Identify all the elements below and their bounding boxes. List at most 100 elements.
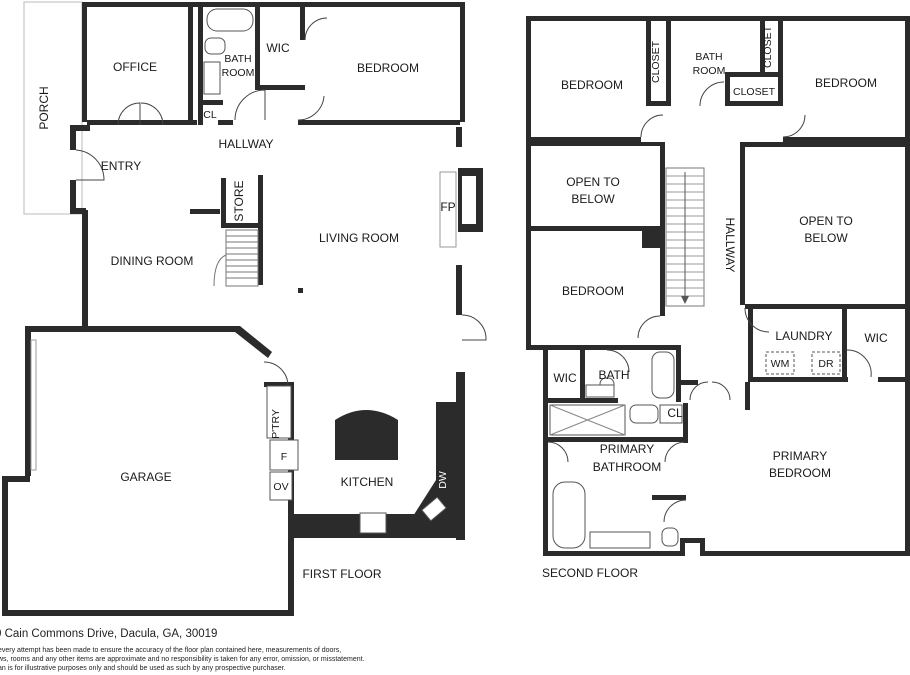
wall (748, 309, 753, 377)
vanity-icon (203, 61, 221, 95)
wall (198, 100, 223, 105)
wall (548, 437, 688, 442)
wall (680, 380, 698, 385)
dishwasher-label: DW (437, 471, 449, 489)
wall (646, 21, 651, 106)
wall (198, 5, 203, 125)
door-swing (846, 349, 872, 378)
fireplace-label: FP (440, 200, 455, 214)
cl-box (659, 404, 683, 424)
wall (676, 345, 681, 402)
door-swing (640, 114, 664, 138)
wall (82, 210, 88, 326)
sink-icon (359, 512, 387, 534)
bath-label: BATH (598, 368, 629, 382)
wall (748, 377, 848, 382)
bedroom-w-label: BEDROOM (562, 284, 624, 298)
wall (232, 326, 272, 358)
wall (878, 377, 910, 382)
wall (2, 476, 30, 482)
door-swing (234, 89, 266, 121)
open-to-below-right-line1: OPEN TO (799, 214, 853, 228)
door-swing (304, 17, 328, 41)
wall (25, 326, 237, 332)
wall (218, 120, 233, 125)
wall (680, 538, 705, 543)
laundry-label: LAUNDRY (775, 329, 832, 343)
wall (740, 142, 905, 147)
second-floor-labels: BEDROOM CLOSET BATH ROOM CLOSET CLOSET B… (542, 25, 888, 580)
wall (82, 2, 465, 7)
closet-left-label: CLOSET (650, 40, 662, 83)
wall (70, 208, 86, 214)
bathroom-label-line1: BATH (695, 51, 722, 63)
door-swing (689, 381, 709, 401)
wall (666, 21, 671, 106)
wall (190, 209, 220, 214)
wall (87, 120, 197, 125)
door-swing (744, 307, 770, 333)
toilet-icon (661, 527, 679, 547)
wall (2, 610, 294, 616)
toilet-icon (204, 37, 226, 55)
disclaimer-line-1: every attempt has been made to ensure th… (0, 647, 342, 654)
door-swing (75, 149, 105, 181)
wall (456, 127, 462, 147)
closet-mid-label: CLOSET (733, 86, 776, 98)
wall (660, 142, 665, 230)
door-swing (297, 95, 325, 121)
wall (82, 2, 87, 122)
store-label: STORE (232, 180, 246, 221)
wall (905, 16, 910, 556)
wall (70, 125, 90, 131)
column (298, 288, 303, 293)
wall (221, 178, 226, 228)
wall (760, 21, 765, 76)
wall (188, 5, 193, 125)
closet-label: CL (203, 109, 217, 121)
wall (526, 16, 910, 21)
wic-right-label: WIC (864, 331, 888, 345)
door-swing (117, 102, 141, 126)
porch-label: PORCH (37, 86, 51, 129)
bathroom-label-line1: BATH (224, 53, 251, 65)
wall (630, 345, 680, 350)
wic-label: WIC (266, 41, 290, 55)
wall (264, 382, 294, 387)
wall (842, 309, 847, 377)
second-floor-plan (526, 16, 910, 556)
oven-box (269, 471, 293, 501)
wall (646, 101, 671, 106)
garage-label: GARAGE (120, 470, 171, 484)
vanity-icon (585, 384, 615, 398)
wall (221, 223, 263, 228)
wall (745, 304, 905, 309)
dining-room-label: DINING ROOM (111, 254, 194, 268)
wall (683, 403, 688, 443)
hallway-label: HALLWAY (723, 217, 737, 272)
wall (531, 142, 664, 146)
door-swing (699, 81, 725, 107)
fridge-label: F (281, 451, 287, 463)
wall (660, 231, 665, 316)
column (642, 228, 664, 248)
wall (258, 175, 263, 285)
open-to-below-right-line2: BELOW (804, 231, 848, 245)
stairs-icon (213, 229, 259, 287)
wall (725, 72, 783, 77)
wall (260, 85, 305, 90)
closet-label: CL (667, 406, 683, 420)
open-to-below-left-line1: OPEN TO (566, 175, 620, 189)
wall (531, 226, 665, 231)
wall (70, 180, 76, 212)
oven-label: OV (273, 481, 288, 493)
bedroom-label: BEDROOM (357, 61, 419, 75)
wall (300, 5, 305, 40)
door-swing (663, 499, 687, 523)
door-swing (782, 114, 806, 138)
wall (543, 551, 683, 556)
wall (725, 101, 783, 106)
kitchen-label: KITCHEN (341, 475, 394, 489)
